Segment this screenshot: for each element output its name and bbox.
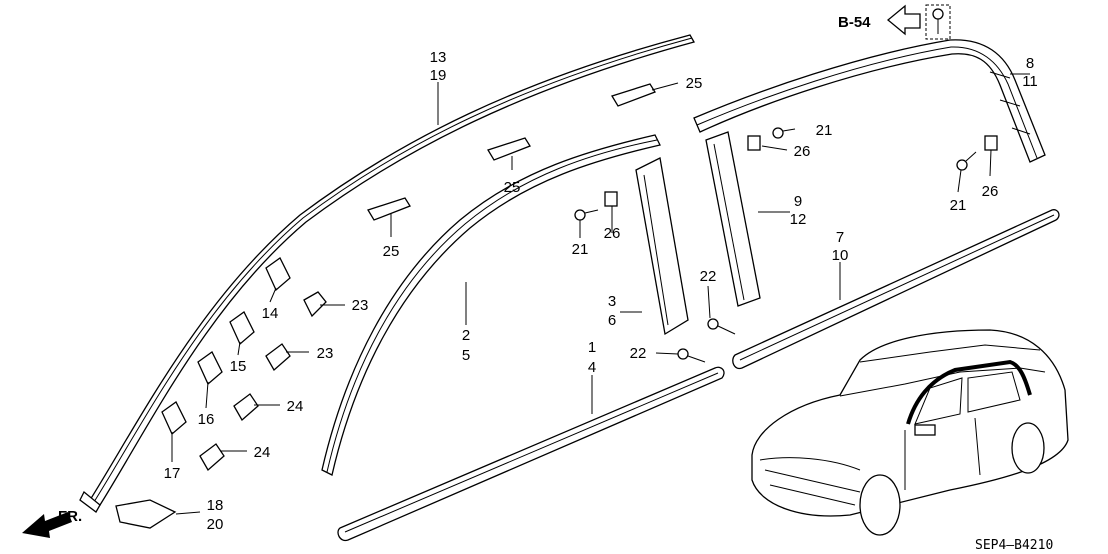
screw-21-a: [574, 209, 599, 221]
callout-26-a: 26: [604, 225, 621, 242]
screw-21-c: [956, 151, 977, 171]
leader-lines: [171, 73, 1030, 515]
roof-molding-8-11: [693, 39, 1046, 163]
front-direction-label: FR.: [58, 508, 82, 525]
callout-26-c: 26: [982, 183, 999, 200]
callout-11: 11: [1022, 73, 1038, 90]
callout-1: 1: [588, 339, 596, 356]
callout-25-b: 25: [504, 179, 521, 196]
callout-3: 3: [608, 293, 616, 310]
callout-7: 7: [836, 229, 844, 246]
sash-molding-2-5: [321, 134, 661, 476]
clip-26-b: [747, 135, 761, 151]
reference-label: B-54: [838, 14, 871, 31]
callout-12: 12: [790, 211, 807, 228]
clip-14: [265, 257, 291, 292]
reference-arrow[interactable]: B-54: [838, 4, 921, 36]
callout-9: 9: [794, 193, 802, 210]
callout-16: 16: [198, 411, 215, 428]
clip-15: [229, 311, 255, 346]
screw-22-a: [707, 318, 736, 335]
clip-24-a: [233, 393, 259, 422]
callout-4: 4: [588, 359, 596, 376]
callout-14: 14: [262, 305, 279, 322]
clip-24-b: [199, 443, 225, 472]
clip-25-b: [487, 137, 531, 161]
door-molding-1-4: [337, 366, 725, 542]
clip-26-c: [984, 135, 998, 151]
clip-25-a: [367, 197, 411, 221]
callout-24-b: 24: [254, 444, 271, 461]
callout-23-a: 23: [352, 297, 369, 314]
bracket-18-20: [115, 499, 177, 529]
callout-21-b: 21: [816, 122, 833, 139]
callout-5: 5: [462, 347, 470, 364]
door-molding-7-10: [732, 209, 1060, 370]
car-illustration: [751, 329, 1069, 536]
callout-21-a: 21: [572, 241, 589, 258]
screw-21-b: [772, 127, 796, 139]
reference-bolt: [925, 4, 951, 40]
callout-23-b: 23: [317, 345, 334, 362]
clip-17: [161, 401, 187, 436]
callout-24-a: 24: [287, 398, 304, 415]
callout-labels: 13 19 25 25 25 8 11 21 26 21 26 9 12 21 …: [164, 49, 1038, 533]
callout-25-a: 25: [383, 243, 400, 260]
callout-8: 8: [1026, 55, 1034, 72]
clip-26-a: [604, 191, 618, 207]
pillar-garnish-3-6: [635, 157, 689, 336]
callout-20: 20: [207, 516, 224, 533]
callout-25-c: 25: [686, 75, 703, 92]
clip-23-b: [265, 343, 291, 372]
clip-25-c: [611, 83, 656, 107]
callout-26-b: 26: [794, 143, 811, 160]
pillar-garnish-9-12: [705, 131, 761, 307]
callout-21-c: 21: [950, 197, 967, 214]
diagram-code: SEP4—B4210: [975, 538, 1053, 553]
roof-molding-13-19: [79, 34, 695, 513]
callout-15: 15: [230, 358, 247, 375]
callout-22-b: 22: [630, 345, 647, 362]
callout-22-a: 22: [700, 268, 717, 285]
callout-18: 18: [207, 497, 224, 514]
callout-10: 10: [832, 247, 849, 264]
screw-22-b: [677, 348, 706, 363]
callout-17: 17: [164, 465, 181, 482]
clip-16: [197, 351, 223, 386]
callout-6: 6: [608, 312, 616, 329]
clip-23-a: [303, 291, 327, 318]
callout-2: 2: [462, 327, 470, 344]
callout-19: 19: [430, 67, 447, 84]
front-direction-arrow: FR.: [22, 508, 82, 538]
callout-13: 13: [430, 49, 447, 66]
